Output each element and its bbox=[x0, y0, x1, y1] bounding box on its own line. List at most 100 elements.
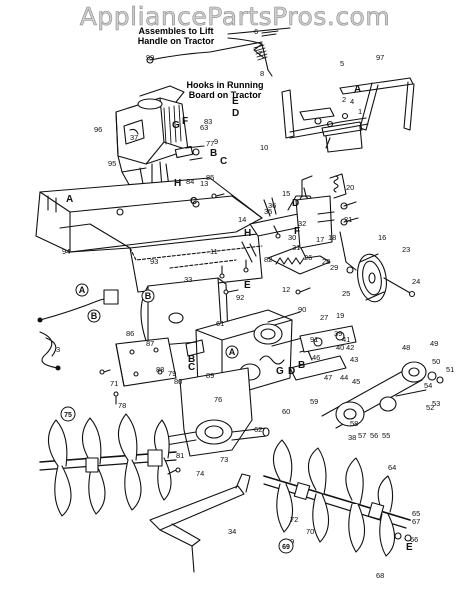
callout-number: 83 bbox=[204, 117, 212, 126]
note-lift-handle: Assembles to Lift Handle on Tractor bbox=[122, 26, 230, 46]
note-running-board: Hooks in Running Board on Tractor bbox=[178, 80, 272, 100]
callout-number: 99 bbox=[146, 53, 154, 62]
callout-number: 48 bbox=[402, 343, 410, 352]
callout-number: 97 bbox=[376, 53, 384, 62]
circled-marker-label: A bbox=[79, 285, 86, 295]
marker-circle bbox=[141, 289, 155, 303]
belt-drive bbox=[289, 343, 444, 429]
callout-number: 55 bbox=[382, 431, 390, 440]
note-lift-line-1: Assembles to Lift bbox=[138, 26, 214, 36]
callout-number: 8 bbox=[260, 69, 264, 78]
callout-number: 73 bbox=[220, 455, 228, 464]
callout-number: 46 bbox=[312, 353, 320, 362]
letter-marker: D bbox=[232, 108, 239, 119]
marker-circle bbox=[87, 309, 101, 323]
marker-circle bbox=[278, 538, 294, 554]
callout-number: 53 bbox=[432, 399, 440, 408]
callout-number: 74 bbox=[196, 469, 204, 478]
callout-number: 13 bbox=[200, 179, 208, 188]
tine-hood bbox=[35, 177, 263, 253]
callout-number: 45 bbox=[352, 377, 360, 386]
callout-number: 36 bbox=[268, 201, 276, 210]
callout-number: 77 bbox=[206, 139, 214, 148]
callout-number: 29 bbox=[330, 263, 338, 272]
callout-number: 66 bbox=[410, 535, 418, 544]
letter-marker: H bbox=[174, 178, 181, 189]
callout-number: 70 bbox=[306, 527, 314, 536]
callout-number: 54 bbox=[424, 381, 432, 390]
letter-marker: G bbox=[276, 366, 284, 377]
callout-number: 62 bbox=[254, 425, 262, 434]
tiller-frame bbox=[129, 233, 263, 293]
callout-number: 93 bbox=[150, 257, 158, 266]
engine-block bbox=[115, 85, 205, 201]
circled-marker: B bbox=[141, 289, 155, 303]
callout-number: 56 bbox=[370, 431, 378, 440]
callout-number: 41 bbox=[342, 335, 350, 344]
callout-number: 17 bbox=[316, 235, 324, 244]
callout-number: 25 bbox=[342, 289, 350, 298]
circled-marker: 69 bbox=[278, 538, 294, 554]
letter-marker: E bbox=[232, 96, 239, 107]
callout-number: 33 bbox=[184, 275, 192, 284]
callout-number: 30 bbox=[288, 233, 296, 242]
callout-number: 27 bbox=[320, 313, 328, 322]
callout-number: 15 bbox=[282, 189, 290, 198]
callout-number: 16 bbox=[378, 233, 386, 242]
circled-marker-label: 75 bbox=[64, 412, 72, 419]
callout-number: 10 bbox=[260, 143, 268, 152]
callout-number: 32 bbox=[298, 219, 306, 228]
circled-marker-layer: A B B A 75 69 bbox=[60, 283, 294, 554]
callout-number: 90 bbox=[298, 305, 306, 314]
tines-right bbox=[263, 439, 412, 557]
callout-number: 40 bbox=[336, 343, 344, 352]
callout-number: 37 bbox=[130, 133, 138, 142]
note-lift-line-2: Handle on Tractor bbox=[137, 36, 215, 46]
wire-harness bbox=[37, 289, 119, 371]
circled-marker: A bbox=[225, 345, 239, 359]
callout-number: 11 bbox=[210, 247, 218, 256]
note-hooks-line-1: Hooks in Running bbox=[186, 80, 264, 90]
callout-number: 44 bbox=[340, 373, 348, 382]
callout-number: 3 bbox=[56, 345, 60, 354]
letter-marker: F bbox=[294, 226, 300, 237]
callout-number: 72 bbox=[290, 515, 298, 524]
callout-number: 43 bbox=[350, 355, 358, 364]
letter-marker: F bbox=[182, 116, 188, 127]
letter-marker: H bbox=[244, 228, 251, 239]
depth-control bbox=[249, 175, 331, 275]
circled-marker: A bbox=[75, 283, 89, 297]
callout-number: 39 bbox=[334, 329, 342, 338]
callout-number: 9 bbox=[214, 137, 218, 146]
circled-marker-label: B bbox=[91, 311, 98, 321]
watermark-text: AppliancePartsPros.com bbox=[79, 2, 391, 32]
callout-number: 85 bbox=[206, 173, 214, 182]
callout-number: 96 bbox=[94, 125, 102, 134]
lower-housing bbox=[159, 367, 270, 457]
callout-number: 86 bbox=[126, 329, 134, 338]
callout-number: 81 bbox=[176, 451, 184, 460]
letter-marker: A bbox=[66, 194, 73, 205]
callout-number: 20 bbox=[346, 183, 354, 192]
callout-number: 61 bbox=[216, 319, 224, 328]
circled-marker: 75 bbox=[60, 406, 76, 422]
letter-marker: B bbox=[210, 148, 217, 159]
callout-number: 71 bbox=[110, 379, 118, 388]
letter-marker: C bbox=[220, 156, 227, 167]
callout-number: 63 bbox=[200, 123, 208, 132]
callout-number: 31 bbox=[292, 243, 300, 252]
letter-marker: E bbox=[244, 280, 251, 291]
callout-number: 42 bbox=[346, 343, 354, 352]
note-hooks-line-2: Board on Tractor bbox=[188, 90, 262, 100]
callout-number: 18 bbox=[328, 233, 336, 242]
callout-number: 51 bbox=[446, 365, 454, 374]
callout-number: 92 bbox=[236, 293, 244, 302]
callout-number: 2 bbox=[342, 95, 346, 104]
idler-bracket bbox=[259, 325, 357, 365]
marker-circle bbox=[225, 345, 239, 359]
callout-number: 95 bbox=[108, 159, 116, 168]
letter-marker: B bbox=[188, 354, 195, 365]
tines-left bbox=[39, 413, 177, 517]
